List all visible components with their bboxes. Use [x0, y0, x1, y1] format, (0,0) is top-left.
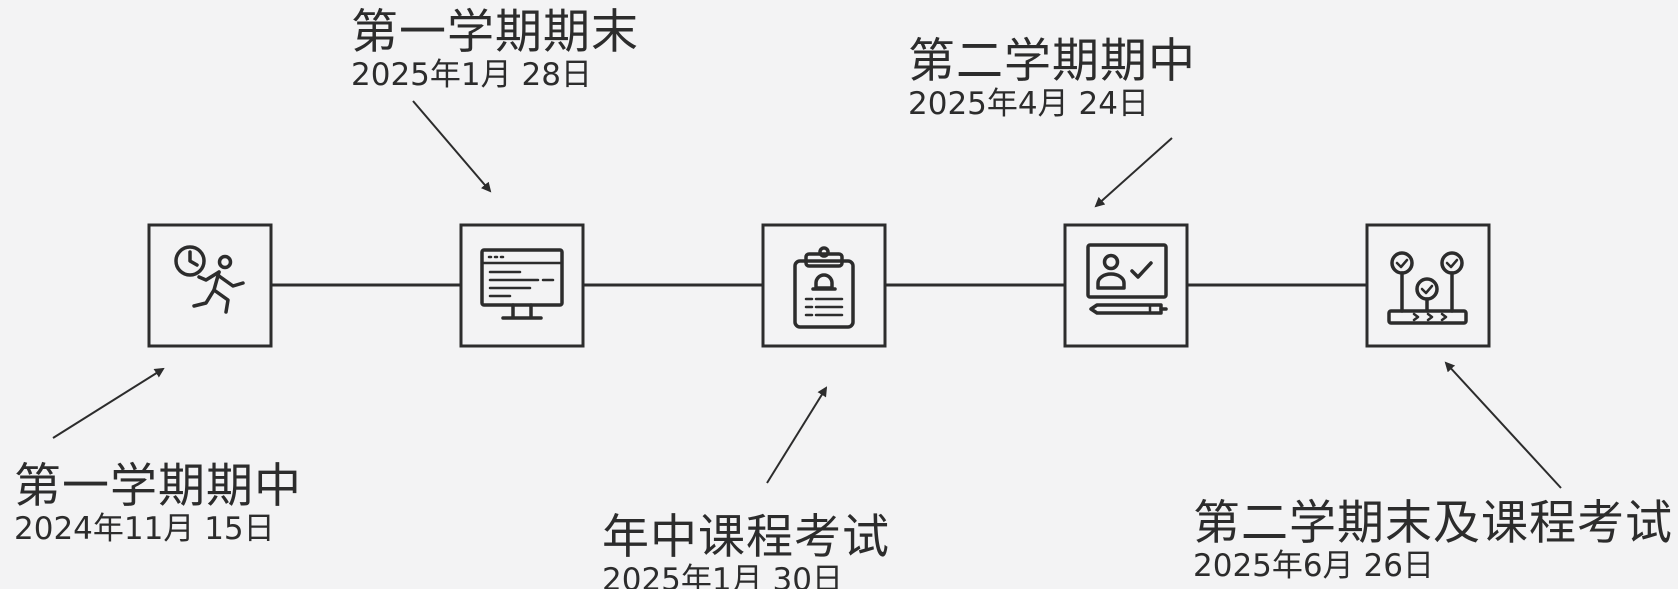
milestone-box-5	[1365, 223, 1491, 348]
milestone-title: 第一学期期末	[351, 5, 639, 60]
milestone-title: 年中课程考试	[602, 510, 890, 565]
milestone-box-2	[459, 223, 585, 348]
arrow-milestone-4	[1094, 137, 1173, 208]
arrow-milestone-2	[412, 100, 492, 193]
milestone-date: 2025年6月 26日	[1193, 548, 1434, 584]
milestone-date: 2024年11月 15日	[14, 511, 275, 547]
clock-running-person-icon	[174, 245, 245, 314]
milestone-date: 2025年1月 30日	[602, 562, 843, 589]
milestone-label-5: 第二学期末及课程考试 2025年6月 26日	[1193, 500, 1673, 582]
id-card-checkmark-pencil-icon	[1086, 243, 1168, 315]
arrow-milestone-5	[1444, 361, 1562, 489]
milestone-title: 第一学期期中	[14, 459, 302, 514]
computer-monitor-icon	[480, 248, 564, 320]
milestone-title: 第二学期末及课程考试	[1193, 496, 1673, 551]
milestone-box-1	[147, 223, 273, 348]
milestone-label-3: 年中课程考试 2025年1月 30日	[602, 514, 890, 589]
arrow-milestone-3	[766, 386, 828, 484]
goal-pins-progress-icon	[1387, 251, 1468, 325]
milestone-title: 第二学期期中	[908, 34, 1196, 89]
milestone-label-4: 第二学期期中 2025年4月 24日	[908, 38, 1196, 120]
milestone-label-2: 第一学期期末 2025年1月 28日	[351, 9, 639, 91]
milestone-box-4	[1063, 223, 1189, 348]
arrow-milestone-1	[52, 367, 165, 439]
clipboard-checklist-icon	[793, 246, 855, 329]
milestone-date: 2025年4月 24日	[908, 86, 1149, 122]
milestone-date: 2025年1月 28日	[351, 57, 592, 93]
milestone-label-1: 第一学期期中 2024年11月 15日	[14, 463, 302, 545]
